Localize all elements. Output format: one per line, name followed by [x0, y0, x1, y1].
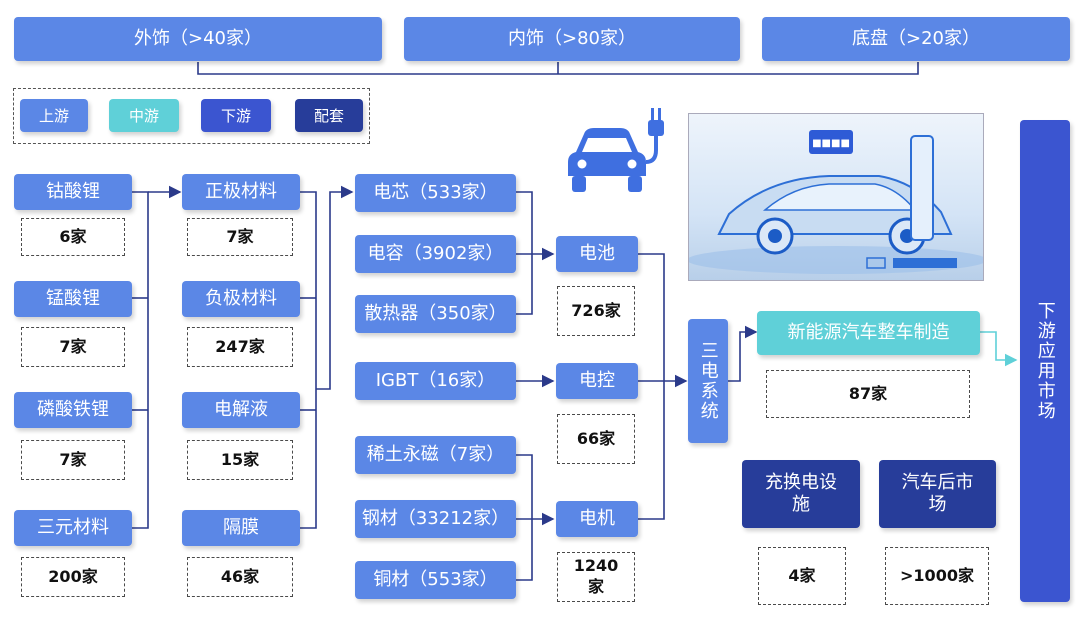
electronic-control-box: 电控 [556, 363, 638, 399]
svg-text:■■■■: ■■■■ [812, 138, 850, 149]
count-anode: 247家 [187, 327, 293, 367]
interior-trim-box: 内饰（>80家） [404, 17, 740, 61]
car-plug-icon [568, 108, 664, 192]
legend-midstream: 中游 [109, 99, 179, 132]
count-electrolyte: 15家 [187, 440, 293, 480]
count-electronic-control: 66家 [557, 414, 635, 464]
legend-support: 配套 [295, 99, 363, 132]
component-cell: 电芯（533家） [355, 174, 516, 212]
count-charging-facilities: 4家 [758, 547, 846, 605]
count-nev-manufacturing: 87家 [766, 370, 970, 418]
component-copper: 铜材（553家） [355, 561, 516, 599]
count-battery: 726家 [557, 286, 635, 336]
material-lithium-manganate: 锰酸锂 [14, 281, 132, 317]
material-separator: 隔膜 [182, 510, 300, 546]
material-lithium-iron-phosphate: 磷酸铁锂 [14, 392, 132, 428]
charging-facilities-box: 充换电设施 [742, 460, 860, 528]
count-lithium-cobaltate: 6家 [21, 218, 125, 256]
aftermarket-box: 汽车后市场 [879, 460, 996, 528]
count-aftermarket: >1000家 [885, 547, 989, 605]
material-anode: 负极材料 [182, 281, 300, 317]
material-lithium-cobaltate: 钴酸锂 [14, 174, 132, 210]
count-cathode: 7家 [187, 218, 293, 256]
component-steel: 钢材（33212家） [355, 500, 516, 538]
nev-manufacturing-box: 新能源汽车整车制造 [757, 311, 980, 355]
material-ternary: 三元材料 [14, 510, 132, 546]
count-lithium-iron-phosphate: 7家 [21, 440, 125, 480]
material-electrolyte: 电解液 [182, 392, 300, 428]
component-radiator: 散热器（350家） [355, 295, 516, 333]
legend [13, 88, 370, 144]
battery-box: 电池 [556, 236, 638, 272]
count-ternary: 200家 [21, 557, 125, 597]
car-illustration: ■■■■ [688, 113, 984, 281]
count-lithium-manganate: 7家 [21, 327, 125, 367]
chassis-box: 底盘（>20家） [762, 17, 1070, 61]
count-motor: 1240家 [557, 552, 635, 602]
legend-upstream: 上游 [20, 99, 88, 132]
component-capacitor: 电容（3902家） [355, 235, 516, 273]
material-cathode: 正极材料 [182, 174, 300, 210]
component-igbt: IGBT（16家） [355, 362, 516, 400]
legend-downstream: 下游 [201, 99, 271, 132]
three-electric-system-box: 三电系统 [688, 319, 728, 443]
count-separator: 46家 [187, 557, 293, 597]
downstream-market-box: 下游应用市场 [1020, 120, 1070, 602]
motor-box: 电机 [556, 501, 638, 537]
component-rare-earth-magnet: 稀土永磁（7家） [355, 436, 516, 474]
exterior-trim-box: 外饰（>40家） [14, 17, 382, 61]
